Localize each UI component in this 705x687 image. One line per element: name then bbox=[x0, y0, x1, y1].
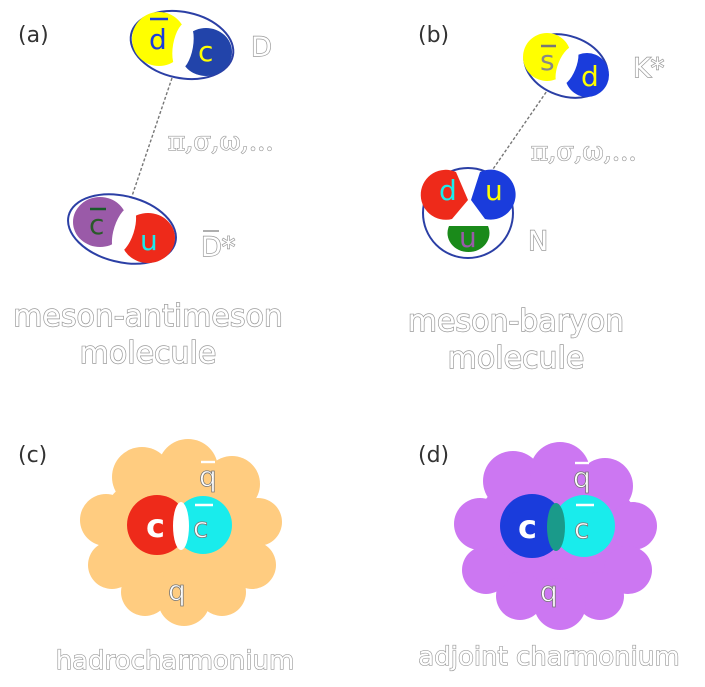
exchange-label-b: π,σ,ω,... bbox=[531, 137, 637, 167]
quark-q-label: q bbox=[540, 575, 558, 608]
exchange-line-b bbox=[490, 87, 550, 173]
panel-d: (d) c c q q adjoint charmonium bbox=[418, 442, 680, 673]
panel-b-tag: (b) bbox=[418, 23, 449, 48]
panel-b: (b) s d K* π,σ,ω,... d u u N meson-b bbox=[407, 23, 665, 377]
quark-s-label: s bbox=[540, 44, 555, 77]
quark-u2-label: u bbox=[459, 221, 477, 254]
quark-c-label: c bbox=[198, 35, 213, 68]
d-meson-name: D bbox=[251, 32, 272, 63]
quark-qbar-label: q bbox=[573, 461, 591, 494]
quark-u-label: u bbox=[485, 174, 503, 207]
quark-q-label: q bbox=[168, 574, 186, 607]
quark-u-label: u bbox=[140, 224, 158, 257]
quark-d-label: d bbox=[149, 23, 167, 56]
dbar-star-meson: c u bbox=[67, 193, 177, 265]
panel-a-tag: (a) bbox=[18, 23, 49, 48]
nucleon: d u u bbox=[420, 167, 516, 259]
caption-a-line1: meson-antimeson bbox=[13, 299, 283, 334]
k-star-meson: s d bbox=[523, 33, 609, 99]
c-quark-blob bbox=[127, 495, 187, 555]
gluon-gap bbox=[173, 502, 189, 550]
gluon-gap bbox=[172, 22, 194, 70]
caption-b-line1: meson-baryon bbox=[408, 304, 624, 339]
charmonium-core: c c bbox=[127, 495, 232, 555]
c-antiquark-blob bbox=[174, 496, 232, 554]
quark-c-label: c bbox=[89, 208, 104, 241]
panel-a: (a) d c D π,σ,ω,... c u D* mes bbox=[12, 9, 284, 372]
gluon-gap bbox=[111, 206, 137, 254]
panel-d-tag: (d) bbox=[418, 443, 449, 468]
dbar-star-name: D* bbox=[201, 232, 235, 263]
k-star-name: K* bbox=[633, 53, 664, 84]
quark-c-label: c bbox=[518, 508, 537, 546]
caption-d: adjoint charmonium bbox=[418, 642, 679, 672]
gluon-gap bbox=[555, 46, 579, 86]
quark-cbar-label: c bbox=[574, 512, 589, 545]
quark-qbar-label: q bbox=[199, 460, 217, 493]
quark-d-label: d bbox=[439, 174, 457, 207]
c-quark-blob bbox=[500, 494, 564, 558]
light-quark-cloud bbox=[80, 439, 282, 626]
quark-d-label: d bbox=[581, 60, 599, 93]
nucleon-name: N bbox=[528, 226, 548, 257]
caption-a-line2: molecule bbox=[80, 336, 217, 371]
quark-cbar-label: c bbox=[193, 511, 208, 544]
caption-c: hadrocharmonium bbox=[56, 646, 295, 676]
panel-c: (c) c c q q hadrocharmonium bbox=[18, 439, 295, 677]
d-quark-blob bbox=[420, 169, 468, 220]
d-meson: d c bbox=[129, 9, 235, 81]
caption-b-line2: molecule bbox=[448, 341, 585, 376]
panel-c-tag: (c) bbox=[18, 443, 47, 468]
c-antiquark-blob bbox=[553, 495, 615, 557]
u-quark-blob-2 bbox=[447, 226, 490, 253]
quark-c-label: c bbox=[146, 507, 165, 545]
adjoint-charmonium-core: c c bbox=[500, 494, 615, 558]
exchange-label-a: π,σ,ω,... bbox=[168, 127, 274, 157]
gluon-octet bbox=[547, 503, 565, 551]
u-quark-blob bbox=[471, 169, 516, 220]
exchange-line-a bbox=[129, 77, 173, 203]
